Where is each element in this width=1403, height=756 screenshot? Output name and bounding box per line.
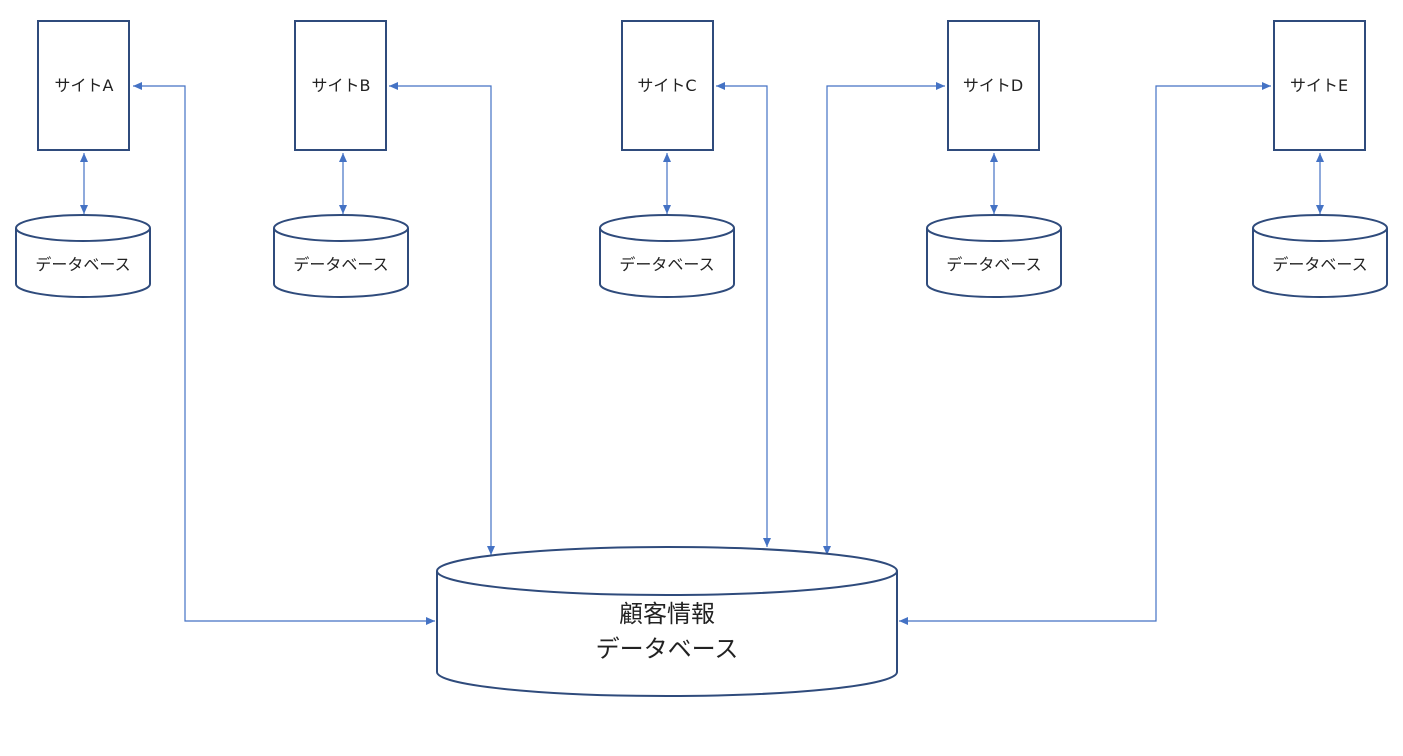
site-e-label: サイトE — [1290, 76, 1348, 95]
local-db-connectors — [80, 153, 1324, 214]
site-c: サイトC — [621, 20, 714, 151]
local-db-d-label: データベース — [946, 255, 1041, 274]
local-db-c-label: データベース — [619, 255, 714, 274]
central-db-connectors — [133, 82, 1271, 625]
central-customer-db: 顧客情報 データベース — [436, 546, 898, 697]
connector-site-b-central-db — [389, 82, 495, 555]
local-db-c-top — [599, 227, 735, 242]
local-db-d: データベース — [926, 214, 1062, 298]
site-b-label: サイトB — [312, 76, 371, 95]
local-db-e-label: データベース — [1272, 255, 1367, 274]
site-a-box — [37, 20, 130, 151]
site-d: サイトD — [947, 20, 1040, 151]
local-db-a: データベース — [15, 214, 151, 298]
local-db-b: データベース — [273, 214, 409, 298]
local-db-c: データベース — [599, 214, 735, 298]
site-c-label: サイトC — [637, 76, 696, 95]
site-c-box — [621, 20, 714, 151]
site-e: サイトE — [1273, 20, 1366, 151]
site-e-box — [1273, 20, 1366, 151]
local-db-a-top — [15, 227, 151, 242]
connector-site-e-central-db — [899, 82, 1271, 625]
central-customer-db-label-line1: 顧客情報 — [619, 600, 715, 628]
central-customer-db-top — [436, 570, 898, 596]
local-db-b-top — [273, 227, 409, 242]
local-db-a-label: データベース — [35, 255, 130, 274]
local-db-b-label: データベース — [293, 255, 388, 274]
site-a-label: サイトA — [55, 76, 114, 95]
connector-site-d-central-db — [823, 82, 945, 555]
site-b: サイトB — [294, 20, 387, 151]
local-db-e: データベース — [1252, 214, 1388, 298]
site-a: サイトA — [37, 20, 130, 151]
site-b-box — [294, 20, 387, 151]
local-db-e-top — [1252, 227, 1388, 242]
site-d-label: サイトD — [963, 76, 1023, 95]
site-d-box — [947, 20, 1040, 151]
connector-site-c-central-db — [716, 82, 771, 547]
local-db-d-top — [926, 227, 1062, 242]
connector-site-a-central-db — [133, 82, 435, 625]
central-customer-db-label-line2: データベース — [596, 635, 739, 663]
